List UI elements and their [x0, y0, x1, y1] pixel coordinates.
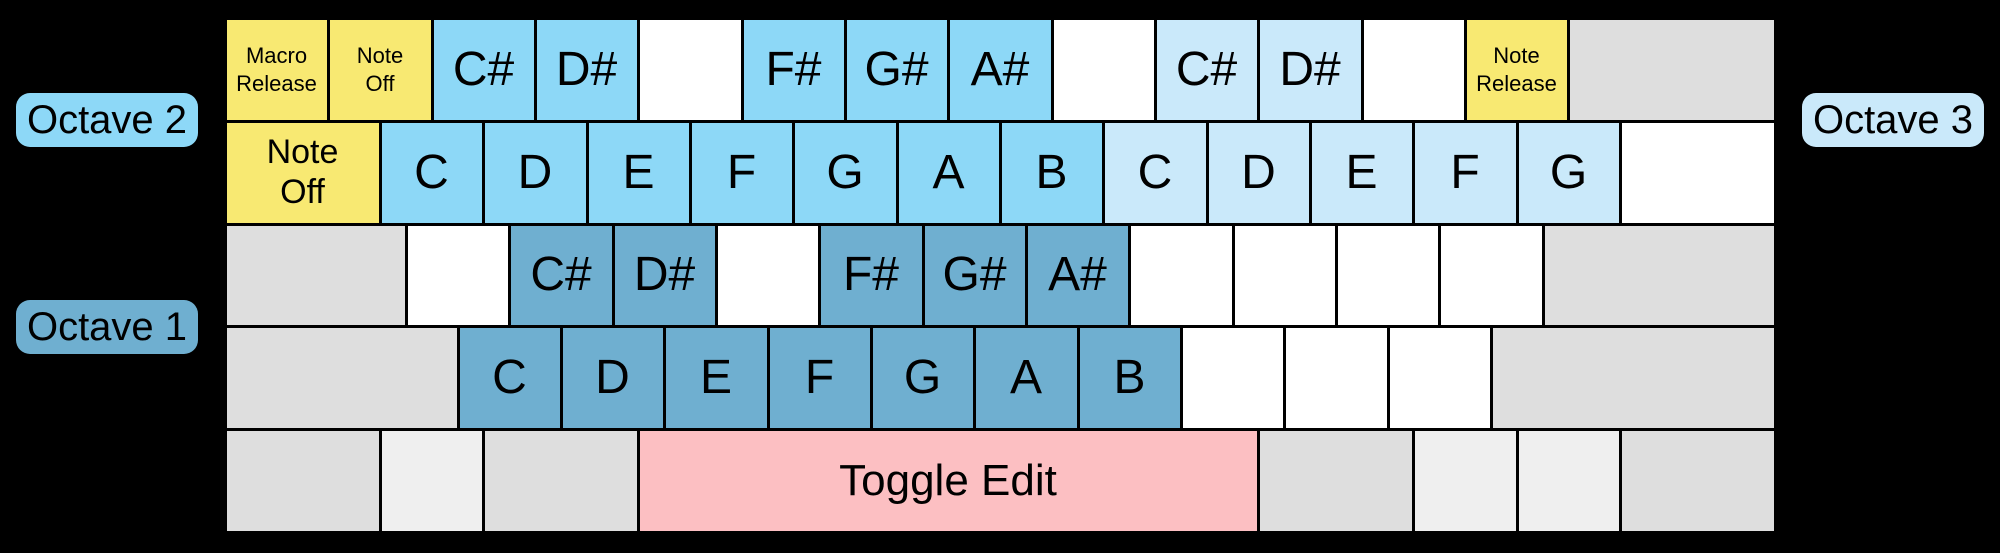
key-modifier: [1518, 430, 1619, 531]
key-csharp-octave1: C#: [510, 225, 612, 325]
key-b-octave1: B: [1079, 327, 1180, 428]
key-a-octave1: A: [975, 327, 1077, 428]
key-blank: [407, 225, 508, 325]
key-g-octave3: G: [1518, 122, 1619, 223]
key-c-octave1: C: [459, 327, 560, 428]
key-blank: [1389, 327, 1490, 428]
key-blank: [1182, 327, 1283, 428]
key-csharp-octave2: C#: [433, 19, 534, 120]
key-blank: [717, 225, 818, 325]
key-d-octave1: D: [562, 327, 663, 428]
octave-1-label: Octave 1: [16, 300, 198, 354]
key-dsharp-octave2: D#: [536, 19, 637, 120]
key-modifier: [381, 430, 482, 531]
key-asharp-octave2: A#: [949, 19, 1051, 120]
key-modifier: [226, 225, 405, 325]
octave-2-label: Octave 2: [16, 93, 198, 147]
key-fsharp-octave1: F#: [820, 225, 922, 325]
key-modifier: [1621, 430, 1774, 531]
key-modifier: [226, 430, 379, 531]
key-a-octave2: A: [898, 122, 999, 223]
key-csharp-octave3: C#: [1156, 19, 1257, 120]
key-g-octave2: G: [794, 122, 896, 223]
key-modifier: [1544, 225, 1774, 325]
key-f-octave2: F: [691, 122, 792, 223]
key-modifier: [484, 430, 637, 531]
key-asharp-octave1: A#: [1027, 225, 1128, 325]
key-blank: [639, 19, 741, 120]
key-modifier: [1414, 430, 1516, 531]
key-blank: [1621, 122, 1774, 223]
key-modifier: [1259, 430, 1412, 531]
key-blank: [1337, 225, 1438, 325]
key-d-octave3: D: [1208, 122, 1309, 223]
key-modifier: [1492, 327, 1774, 428]
key-gsharp-octave2: G#: [846, 19, 947, 120]
octave-3-label: Octave 3: [1802, 93, 1984, 147]
key-modifier: [1569, 19, 1774, 120]
key-dsharp-octave3: D#: [1259, 19, 1361, 120]
key-modifier: [226, 327, 457, 428]
key-c-octave2: C: [381, 122, 482, 223]
key-dsharp-octave1: D#: [614, 225, 715, 325]
key-b-octave2: B: [1001, 122, 1102, 223]
key-f-octave1: F: [769, 327, 870, 428]
key-e-octave1: E: [665, 327, 767, 428]
key-gsharp-octave1: G#: [924, 225, 1025, 325]
key-blank: [1440, 225, 1542, 325]
key-blank: [1363, 19, 1464, 120]
key-blank: [1234, 225, 1335, 325]
key-blank: [1130, 225, 1232, 325]
key-f-octave3: F: [1414, 122, 1516, 223]
key-g-octave1: G: [872, 327, 973, 428]
key-c-octave3: C: [1104, 122, 1206, 223]
key-d-octave2: D: [484, 122, 586, 223]
key-e-octave3: E: [1311, 122, 1412, 223]
key-blank: [1053, 19, 1154, 120]
key-fsharp-octave2: F#: [743, 19, 844, 120]
key-blank: [1285, 327, 1387, 428]
key-toggle-edit-space: Toggle Edit: [639, 430, 1257, 531]
key-e-octave2: E: [588, 122, 689, 223]
